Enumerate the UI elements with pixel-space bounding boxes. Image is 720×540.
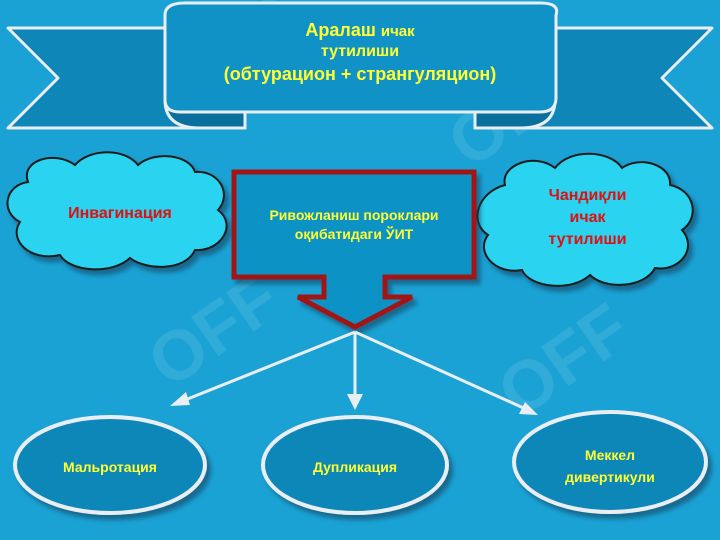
cloud-right-line-2: ичак xyxy=(569,209,606,226)
oval-middle-label: Дупликация xyxy=(312,459,398,475)
oval-left-label: Мальротация xyxy=(63,459,157,475)
center-box-line-1: Ривожланиш пороклари xyxy=(269,207,439,223)
banner-main xyxy=(163,1,559,114)
cloud-left-shape xyxy=(6,151,228,271)
cloud-right-line-1: Чандиқли xyxy=(548,187,627,204)
title-word-2: ичак xyxy=(380,23,415,40)
oval-left xyxy=(13,415,207,515)
arrow-head-left xyxy=(170,392,190,406)
title-banner xyxy=(6,1,714,130)
svg-text:OFF: OFF xyxy=(134,258,293,402)
title-line-1: Аралаш ичак xyxy=(240,20,480,41)
title-line-2: тутилиши xyxy=(320,43,400,60)
cloud-right-shape xyxy=(476,152,694,287)
arrow-head-middle xyxy=(347,394,363,410)
center-box-line-2: оқибатидаги ЎИТ xyxy=(294,226,414,242)
title-word-1: Аралаш xyxy=(305,20,376,40)
cloud-left-label: Инвагинация xyxy=(68,205,172,222)
cloud-right-line-3: тутилиши xyxy=(548,231,627,248)
arrow-head-right xyxy=(519,402,538,415)
oval-middle xyxy=(261,415,449,515)
arrow-to-right xyxy=(354,330,529,412)
ovals xyxy=(13,410,708,515)
oval-right xyxy=(512,410,708,514)
connector-arrows xyxy=(170,330,538,415)
arrow-to-left xyxy=(179,330,356,404)
title-line-3: (обтурацион + странгуляцион) xyxy=(223,64,497,84)
oval-right-line-1: Меккел xyxy=(584,447,636,463)
oval-right-line-2: дивертикули xyxy=(565,469,655,485)
center-box-shape xyxy=(231,169,477,330)
